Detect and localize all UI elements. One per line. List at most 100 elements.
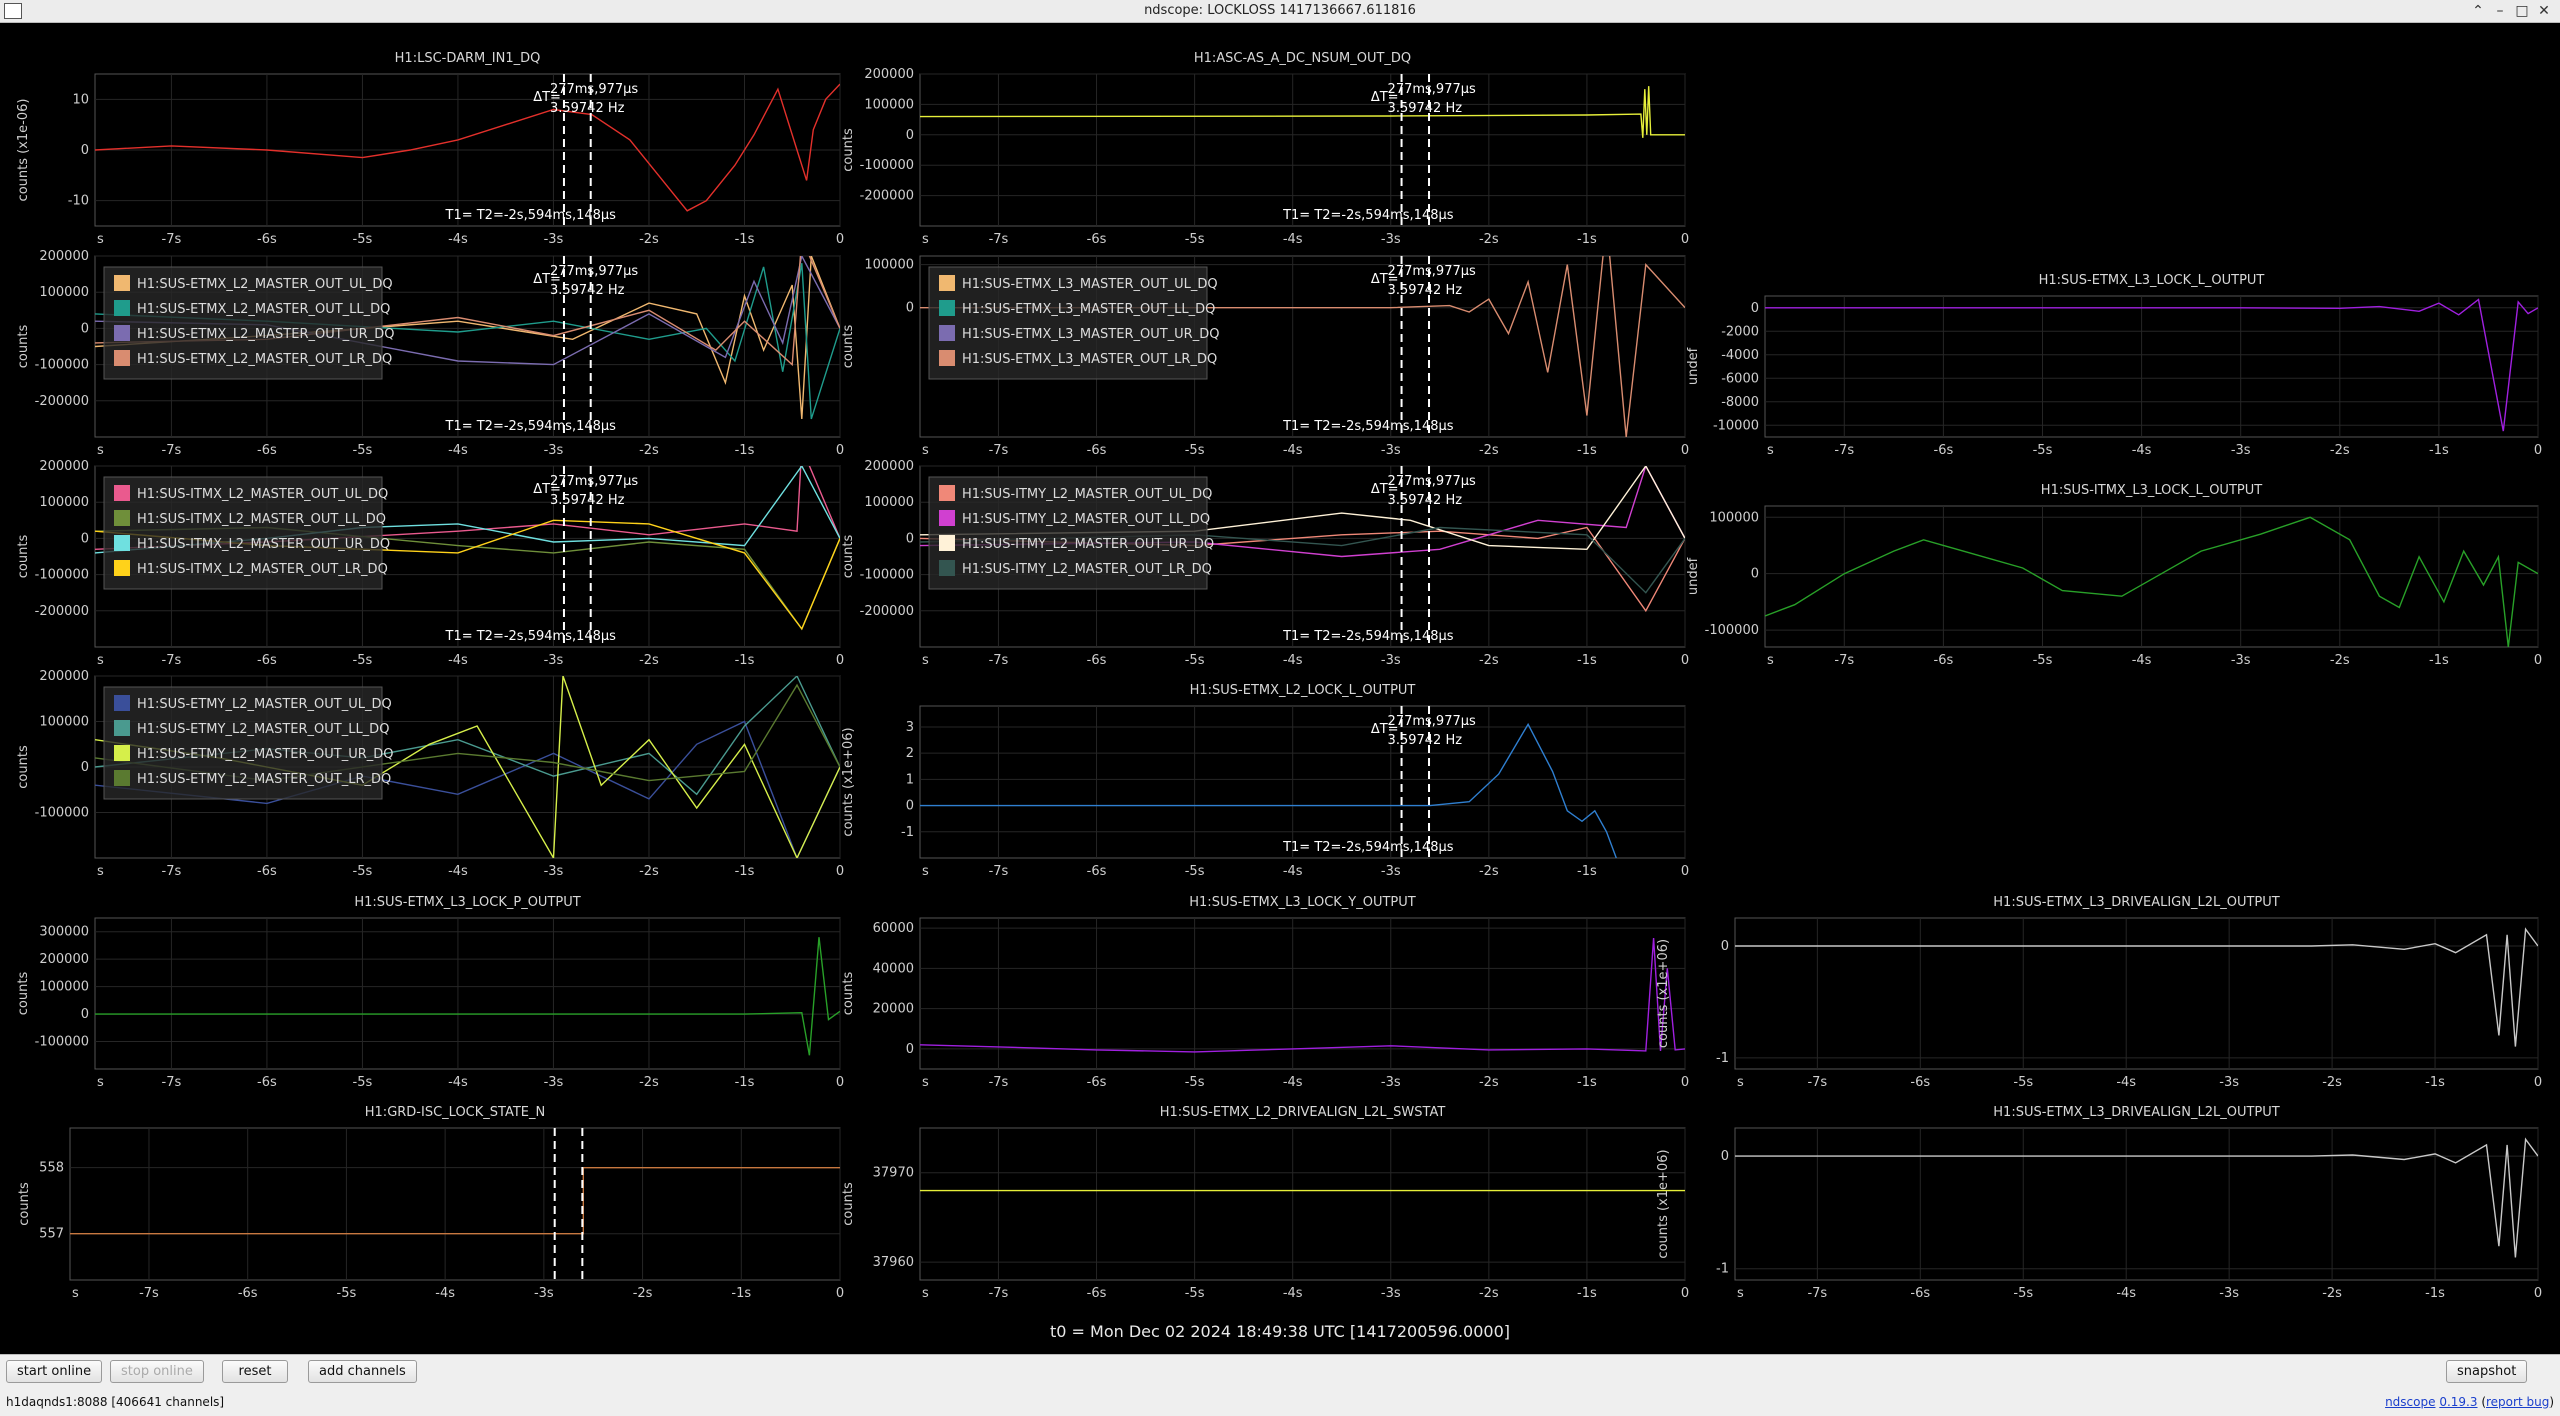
series-group: [1735, 1137, 2538, 1258]
legend-swatch: [939, 275, 955, 291]
plot-title: H1:SUS-ETMX_L2_DRIVEALIGN_L2L_SWSTAT: [1160, 1105, 1446, 1120]
legend-swatch: [939, 300, 955, 316]
y-tick-label: 0: [81, 321, 89, 336]
legend-label: H1:SUS-ETMX_L2_MASTER_OUT_UL_DQ: [137, 277, 393, 292]
close-button[interactable]: ✕: [2538, 3, 2550, 19]
x-tick-label: -5s: [2033, 443, 2053, 458]
y-tick-label: 100000: [39, 980, 89, 995]
y-tick-label: 200000: [864, 67, 914, 82]
delta-freq-value: 3.59742 Hz: [1388, 101, 1463, 116]
delta-t-label: ΔT=: [1371, 482, 1399, 497]
y-tick-label: -100000: [860, 568, 914, 583]
y-tick-label: 0: [81, 1007, 89, 1022]
start-online-button[interactable]: start online: [6, 1360, 103, 1383]
y-tick-label: 200000: [39, 952, 89, 967]
y-tick-label: -200000: [860, 604, 914, 619]
x-tick-label: -7s: [1807, 1075, 1827, 1090]
bottom-toolbar: start online stop online reset add chann…: [0, 1354, 2560, 1416]
y-tick-label: 558: [39, 1161, 64, 1176]
x-tick-label: -5s: [1185, 232, 1205, 247]
x-tick-label: -2s: [639, 1075, 659, 1090]
plot-frame: [919, 705, 1686, 859]
x-tick-label: -6s: [1087, 864, 1107, 879]
report-bug-link[interactable]: report bug: [2486, 1395, 2550, 1409]
ndscope-link[interactable]: ndscope: [2385, 1395, 2436, 1409]
y-tick-label: -100000: [35, 806, 89, 821]
legend-label: H1:SUS-ITMX_L2_MASTER_OUT_UL_DQ: [137, 487, 388, 502]
snapshot-button[interactable]: snapshot: [2446, 1360, 2528, 1383]
y-axis-label: counts: [16, 535, 31, 579]
x-tick-edge: s: [97, 864, 104, 879]
x-tick-label: -5s: [353, 864, 373, 879]
y-axis-label: counts: [841, 1182, 856, 1226]
x-tick-label: 0: [2534, 653, 2542, 668]
x-tick-label: -7s: [989, 864, 1009, 879]
x-tick-label: 0: [836, 232, 844, 247]
x-tick-edge: s: [922, 864, 929, 879]
y-tick-label: -8000: [1721, 395, 1759, 410]
y-tick-label: -200000: [35, 394, 89, 409]
legend-swatch: [114, 275, 130, 291]
restore-icon[interactable]: ⌃: [2472, 3, 2484, 19]
y-axis-label: counts (x1e+06): [1656, 1149, 1671, 1258]
maximize-button[interactable]: □: [2515, 3, 2529, 19]
x-tick-label: 0: [836, 864, 844, 879]
y-axis-label: counts: [16, 972, 31, 1016]
x-tick-edge: s: [922, 443, 929, 458]
y-axis-label: counts (x1e-06): [16, 99, 31, 202]
series-group: [95, 83, 840, 212]
y-axis-label: undef: [1686, 347, 1701, 385]
x-tick-label: -6s: [1934, 653, 1954, 668]
x-tick-label: -6s: [1910, 1075, 1930, 1090]
version-info: ndscope 0.19.3 (report bug): [2385, 1395, 2554, 1409]
x-tick-label: -1s: [1577, 232, 1597, 247]
y-tick-label: 10: [72, 92, 89, 107]
y-tick-label: -100000: [1705, 623, 1759, 638]
delta-t-value: 277ms,977μs: [1388, 82, 1476, 97]
reset-button[interactable]: reset: [222, 1360, 288, 1383]
y-tick-label: 0: [906, 301, 914, 316]
series-line: [95, 937, 840, 1056]
x-tick-label: -3s: [534, 1286, 554, 1301]
y-tick-label: 0: [81, 531, 89, 546]
minimize-button[interactable]: –: [2496, 3, 2504, 19]
x-tick-label: -3s: [2231, 443, 2251, 458]
x-tick-label: -5s: [2013, 1075, 2033, 1090]
version-link[interactable]: 0.19.3: [2439, 1395, 2478, 1409]
x-tick-label: -2s: [639, 864, 659, 879]
title-bar: ndscope: LOCKLOSS 1417136667.611816 ⌃ – …: [0, 0, 2560, 23]
delta-t-label: ΔT=: [533, 90, 561, 105]
x-tick-label: -2s: [2322, 1286, 2342, 1301]
x-tick-edge: s: [922, 1075, 929, 1090]
x-tick-label: -3s: [544, 232, 564, 247]
y-tick-label: 0: [1751, 567, 1759, 582]
x-tick-label: -2s: [2330, 443, 2350, 458]
legend-label: H1:SUS-ITMY_L2_MASTER_OUT_UR_DQ: [962, 537, 1214, 552]
delta-t-label: ΔT=: [1371, 272, 1399, 287]
delta-t-value: 277ms,977μs: [1388, 714, 1476, 729]
x-tick-label: -4s: [448, 232, 468, 247]
add-channels-button[interactable]: add channels: [308, 1360, 417, 1383]
legend-label: H1:SUS-ETMX_L2_MASTER_OUT_LL_DQ: [137, 302, 390, 317]
x-tick-edge: s: [1767, 653, 1774, 668]
x-tick-label: -1s: [1577, 1075, 1597, 1090]
x-tick-label: -4s: [448, 1075, 468, 1090]
x-tick-label: -4s: [1283, 1286, 1303, 1301]
